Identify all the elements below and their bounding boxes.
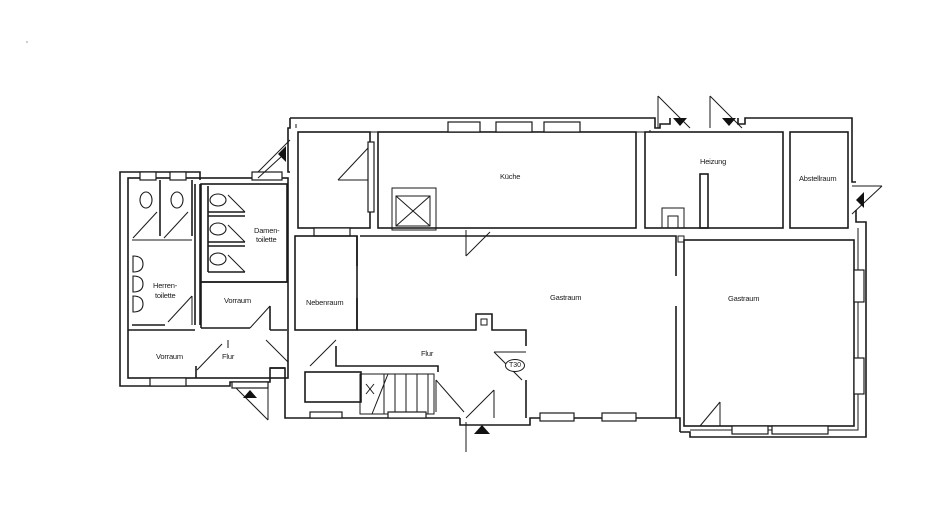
kitchen [377,121,637,257]
upper-left-room [257,131,375,237]
entrance-arrow-bottom-left [243,390,257,398]
corridor-stairs [270,339,526,446]
toilet-block [127,155,289,421]
heating-room [644,95,784,229]
room-label-corridor-left: Flur [222,352,235,361]
room-label-heating: Heizung [700,157,727,166]
room-label-ladies-toilet-2: toilette [256,235,277,244]
room-label-anteroom-mens: Vorraum [156,352,183,361]
side-room [294,235,358,331]
room-label-anteroom-ladies: Vorraum [224,296,251,305]
room-label-corridor-main: Flur [421,349,434,358]
fire-door-rating-badge: T30 [505,359,525,372]
entrance-arrow-top-left [278,146,286,162]
entrance-arrow-heizung-2 [722,118,736,126]
entrance-arrows [243,118,864,434]
outer-walls [119,117,867,438]
room-label-mens-toilet-2: toilette [155,291,176,300]
room-label-side-room: Nebenraum [306,298,344,307]
entrance-arrow-heizung-1 [673,118,687,126]
storage-room [789,131,883,229]
room-label-ladies-toilet-1: Damen- [254,226,280,235]
entrance-arrow-abstellraum [856,192,864,208]
dining-room-1 [357,235,677,422]
room-label-mens-toilet-1: Herren- [153,281,178,290]
room-label-storage: Abstellraum [799,174,837,183]
room-label-dining-room-1: Gastraum [550,293,582,302]
room-label-dining-room-2: Gastraum [728,294,760,303]
entrance-arrow-bottom-center [474,425,490,434]
room-label-kitchen: Küche [500,172,521,181]
dining-room-2 [677,235,865,435]
